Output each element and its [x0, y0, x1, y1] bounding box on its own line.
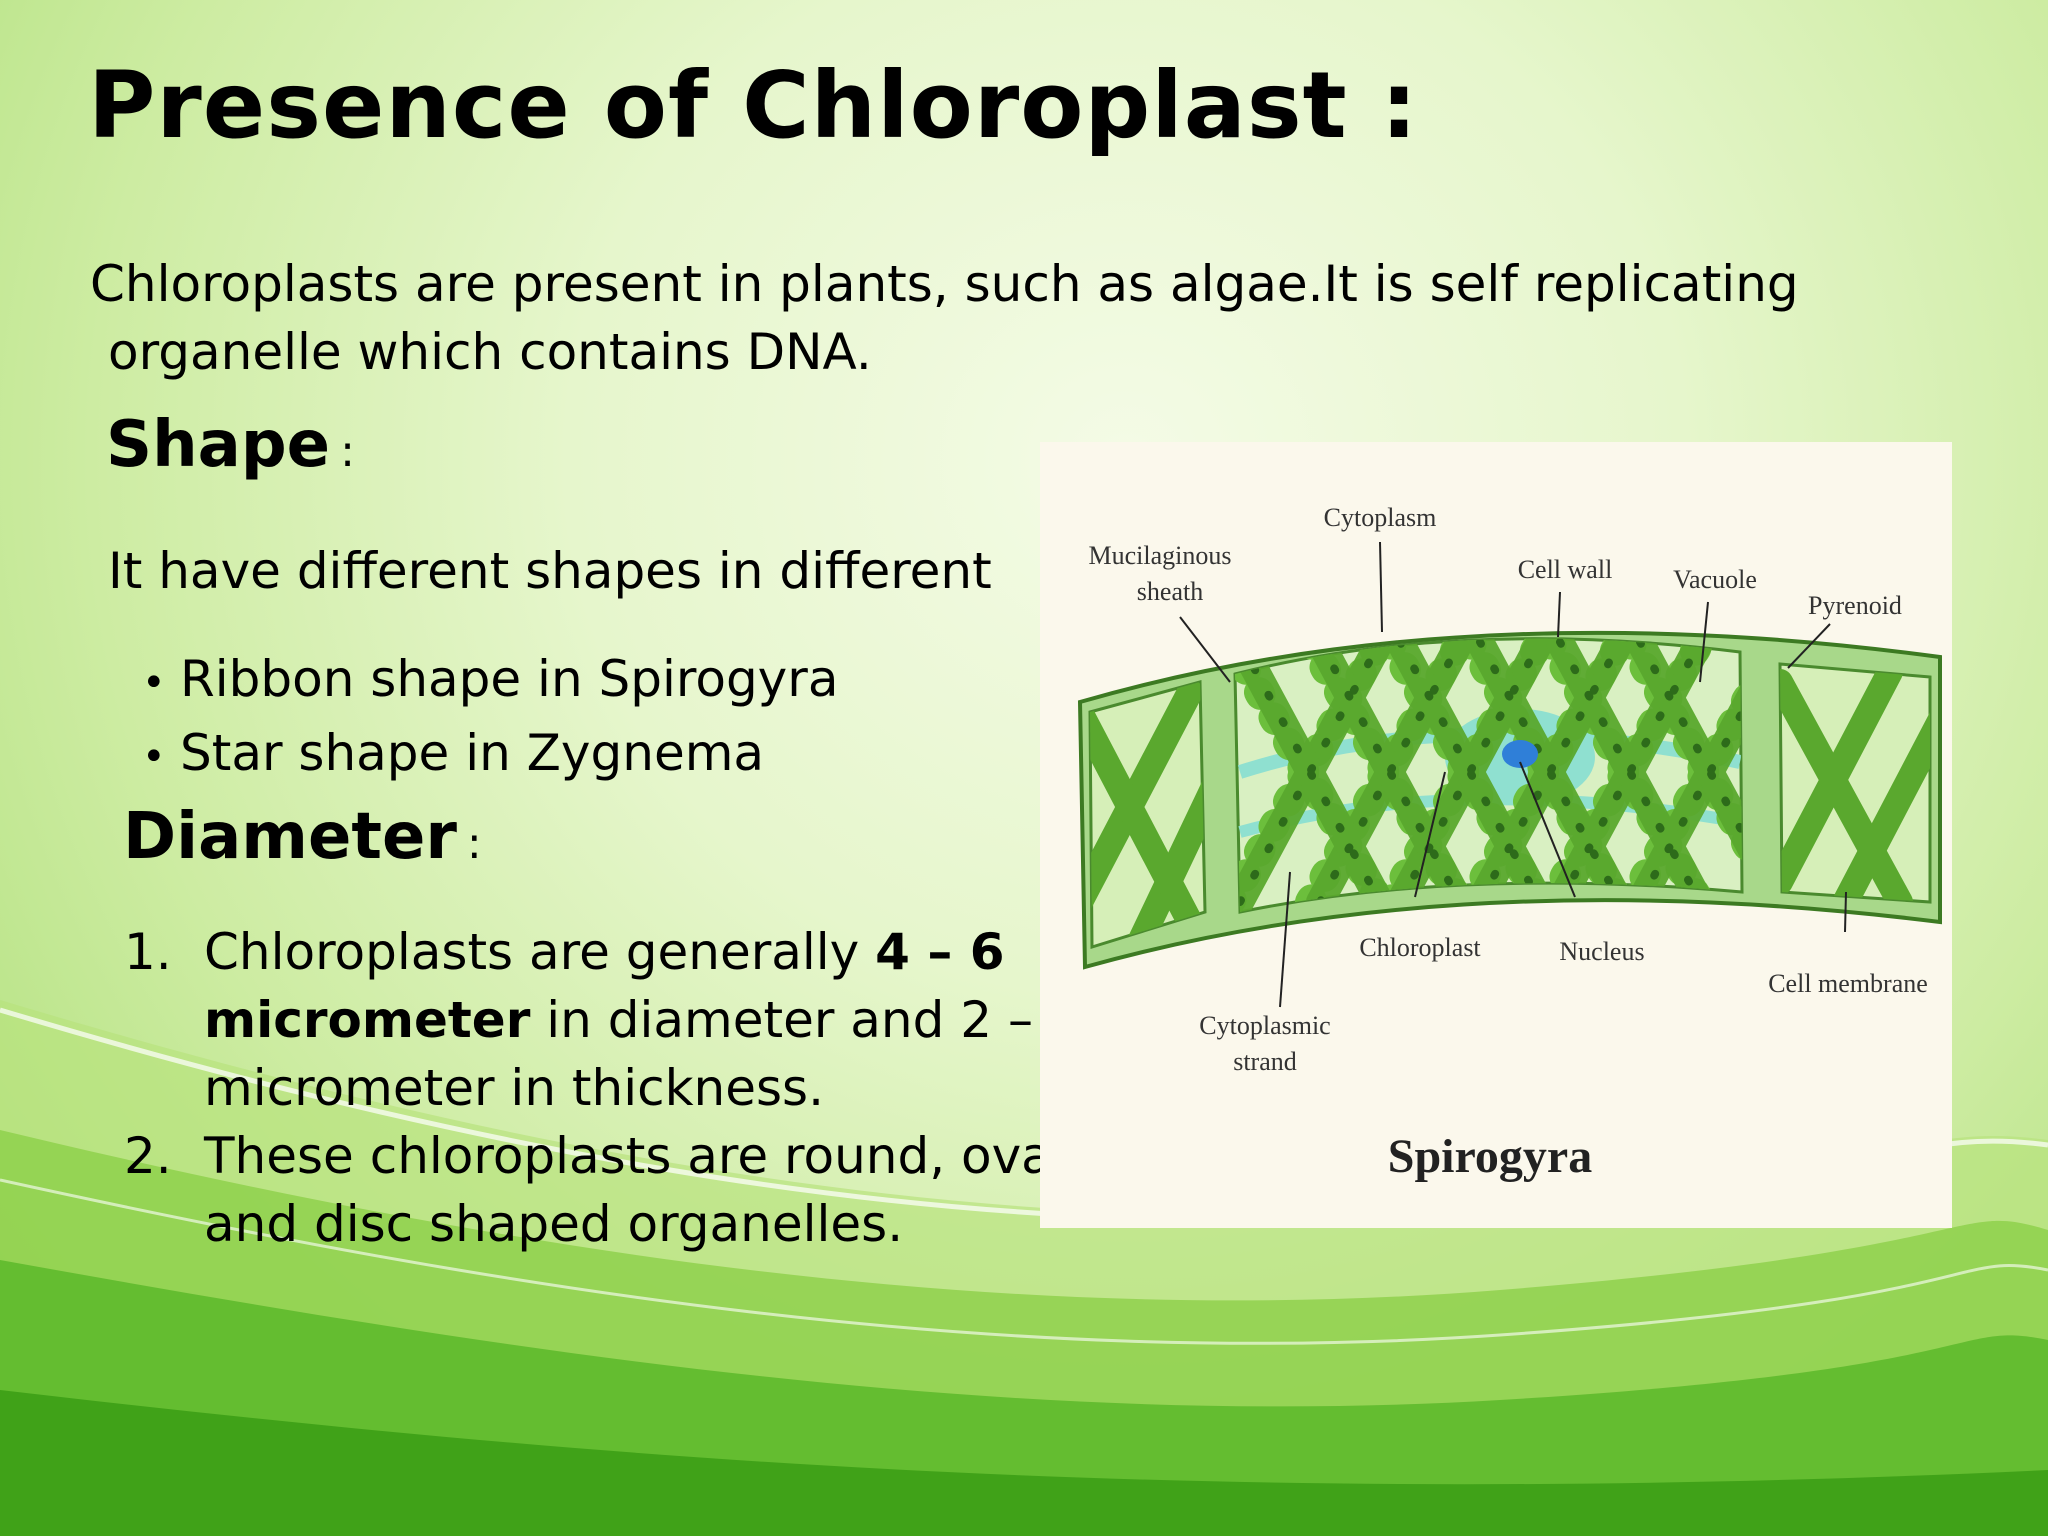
bullet-text: Star shape in Zygnema: [180, 724, 765, 782]
intro-line-2: organelle which contains DNA.: [108, 323, 872, 381]
shape-bullet-list: • Ribbon shape in Spirogyra • Star shape i…: [142, 644, 838, 792]
diagram-leader-lines: [1179, 541, 1847, 1008]
left-cell-contents: [1090, 682, 1205, 947]
label-sheath: sheath: [1137, 577, 1203, 606]
list-item: • Ribbon shape in Spirogyra: [142, 644, 838, 718]
label-chloroplast: Chloroplast: [1359, 933, 1481, 962]
list-number: 2.: [124, 1127, 172, 1185]
label-mucilaginous: Mucilaginous: [1089, 541, 1232, 570]
label-nucleus: Nucleus: [1559, 937, 1644, 966]
label-cytoplasm: Cytoplasm: [1324, 503, 1437, 532]
diameter-heading-text: Diameter: [123, 800, 457, 874]
list-item: 2. These chloroplasts are round, oval an…: [124, 1122, 1164, 1258]
shape-heading-text: Shape: [106, 408, 331, 482]
shape-heading: Shape:: [106, 408, 355, 482]
spirogyra-diagram: Mucilaginous sheath Cytoplasm Cell wall …: [1040, 442, 1952, 1228]
intro-paragraph: Chloroplasts are present in plants, such…: [90, 250, 1890, 386]
label-strand: strand: [1233, 1047, 1297, 1076]
list-text: These chloroplasts are round, oval and d…: [204, 1127, 1066, 1253]
diameter-heading-colon: :: [466, 818, 482, 869]
center-cell-contents: [1235, 638, 1742, 912]
label-cytoplasmic: Cytoplasmic: [1199, 1011, 1330, 1040]
shape-heading-colon: :: [340, 426, 355, 477]
bullet-text: Ribbon shape in Spirogyra: [180, 650, 839, 708]
spirogyra-illustration: Mucilaginous sheath Cytoplasm Cell wall …: [1077, 503, 1942, 1183]
label-pyrenoid: Pyrenoid: [1808, 591, 1902, 620]
list-text-bold: micrometer: [204, 991, 531, 1049]
list-text: Chloroplasts are generally 4 – 6 micromet…: [204, 918, 1164, 1122]
slide-title: Presence of Chloroplast :: [88, 52, 1419, 159]
label-cell-wall: Cell wall: [1518, 555, 1613, 584]
diagram-caption: Spirogyra: [1388, 1130, 1592, 1183]
diameter-numbered-list: 1. Chloroplasts are generally 4 – 6 micro…: [124, 918, 1164, 1258]
label-cell-membrane: Cell membrane: [1768, 969, 1928, 998]
right-cell-contents: [1780, 664, 1930, 902]
bullet-icon: •: [142, 734, 166, 780]
nucleus-shape: [1502, 740, 1538, 768]
list-item: 1. Chloroplasts are generally 4 – 6 micro…: [124, 918, 1164, 1122]
list-text-part: Chloroplasts are generally: [204, 923, 876, 981]
intro-line-1: Chloroplasts are present in plants, such…: [90, 255, 1799, 313]
diameter-heading: Diameter:: [123, 800, 482, 874]
list-item: • Star shape in Zygnema: [142, 718, 838, 792]
diagram-labels: Mucilaginous sheath Cytoplasm Cell wall …: [1089, 503, 1928, 1076]
list-text-part: in diameter and 2 – 4 micrometer in thic…: [204, 991, 1081, 1117]
label-vacuole: Vacuole: [1673, 565, 1757, 594]
list-text-bold: 4 – 6: [875, 923, 1005, 981]
shape-description: It have different shapes in different: [108, 542, 992, 600]
bullet-icon: •: [142, 660, 166, 706]
list-number: 1.: [124, 923, 172, 981]
